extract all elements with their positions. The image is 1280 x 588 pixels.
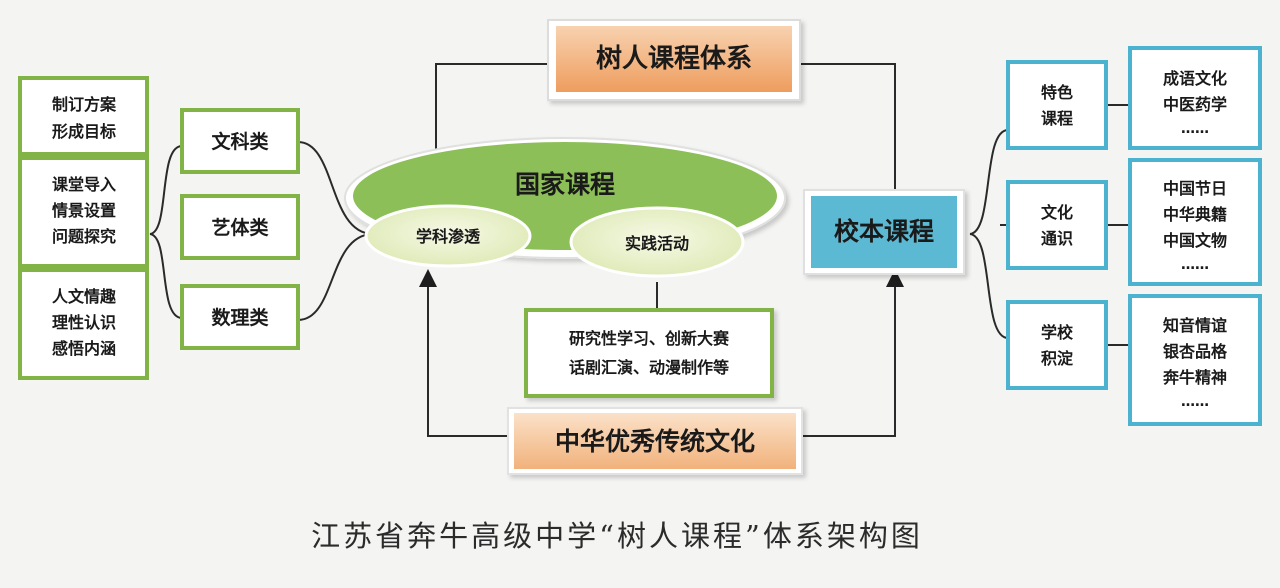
- items-2-line-2: 中华典籍: [1163, 205, 1227, 224]
- left-box-3-line-2: 理性认识: [52, 313, 116, 332]
- left-box-2-line-3: 问题探究: [52, 227, 116, 246]
- connector-top-to-school: [800, 63, 896, 190]
- practice-box: 研究性学习、创新大赛 话剧汇演、动漫制作等: [524, 308, 774, 398]
- practice-line-1: 研究性学习、创新大赛: [569, 329, 730, 348]
- left-box-2-line-2: 情景设置: [52, 201, 116, 220]
- items-2-line-1: 中国节日: [1163, 179, 1227, 198]
- diagram-caption: 江苏省奔牛高级中学“树人课程”体系架构图: [311, 519, 923, 553]
- national-left-oval: 学科渗透: [416, 227, 481, 246]
- school-item-boxes: 成语文化 中医药学 …… 中国节日 中华典籍 中国文物 …… 知音情谊 银杏品格…: [1128, 46, 1262, 426]
- left-box-1-line-2: 形成目标: [52, 122, 116, 141]
- connector-bottom-to-national: [419, 269, 508, 437]
- connector-top-to-national: [435, 63, 548, 150]
- school-box-label: 校本课程: [834, 217, 934, 246]
- national-title: 国家课程: [515, 170, 615, 199]
- category-2-line-1: 文化: [1041, 203, 1073, 222]
- bottom-box: 中华优秀传统文化: [507, 407, 803, 475]
- items-3-line-4: ……: [1181, 394, 1209, 410]
- subject-label-2: 艺体类: [211, 216, 268, 239]
- left-box-1-line-1: 制订方案: [52, 95, 117, 114]
- national-curriculum: 国家课程 学科渗透 实践活动: [344, 137, 786, 278]
- items-3-line-3: 奔牛精神: [1162, 368, 1227, 387]
- left-column: 制订方案 形成目标 课堂导入 情景设置 问题探究 人文情趣 理性认识 感悟内涵: [18, 76, 149, 380]
- items-2-line-4: ……: [1181, 257, 1209, 273]
- top-box: 树人课程体系: [547, 19, 801, 101]
- subject-label-3: 数理类: [211, 306, 268, 329]
- top-box-label: 树人课程体系: [596, 44, 752, 74]
- left-box-3-line-1: 人文情趣: [52, 287, 117, 306]
- brace-subjects-to-national: [297, 141, 373, 321]
- bottom-box-label: 中华优秀传统文化: [555, 427, 755, 456]
- items-3-line-2: 银杏品格: [1163, 342, 1228, 361]
- items-1-line-1: 成语文化: [1163, 69, 1227, 88]
- category-3-line-1: 学校: [1041, 323, 1074, 342]
- items-1-line-3: ……: [1181, 121, 1209, 137]
- school-categories: 特色 课程 文化 通识 学校 积淀: [1006, 60, 1108, 390]
- national-right-oval: 实践活动: [625, 234, 689, 253]
- practice-line-2: 话剧汇演、动漫制作等: [569, 358, 729, 377]
- items-3-line-1: 知音情谊: [1163, 316, 1227, 335]
- category-1-line-1: 特色: [1041, 83, 1073, 102]
- brace-left-to-subjects: [149, 145, 183, 319]
- subject-boxes: 文科类 艺体类 数理类: [180, 108, 300, 350]
- category-2-line-2: 通识: [1041, 229, 1073, 248]
- left-box-3-line-3: 感悟内涵: [52, 339, 116, 358]
- items-1-line-2: 中医药学: [1163, 95, 1227, 114]
- left-box-2-line-1: 课堂导入: [52, 175, 116, 194]
- subject-label-1: 文科类: [211, 130, 268, 153]
- items-2-line-3: 中国文物: [1163, 231, 1227, 250]
- connector-bottom-to-school: [802, 269, 904, 437]
- category-1-line-2: 课程: [1041, 109, 1073, 128]
- school-box: 校本课程: [803, 189, 965, 275]
- brace-school-to-categories: [969, 129, 1009, 339]
- category-3-line-2: 积淀: [1041, 349, 1074, 368]
